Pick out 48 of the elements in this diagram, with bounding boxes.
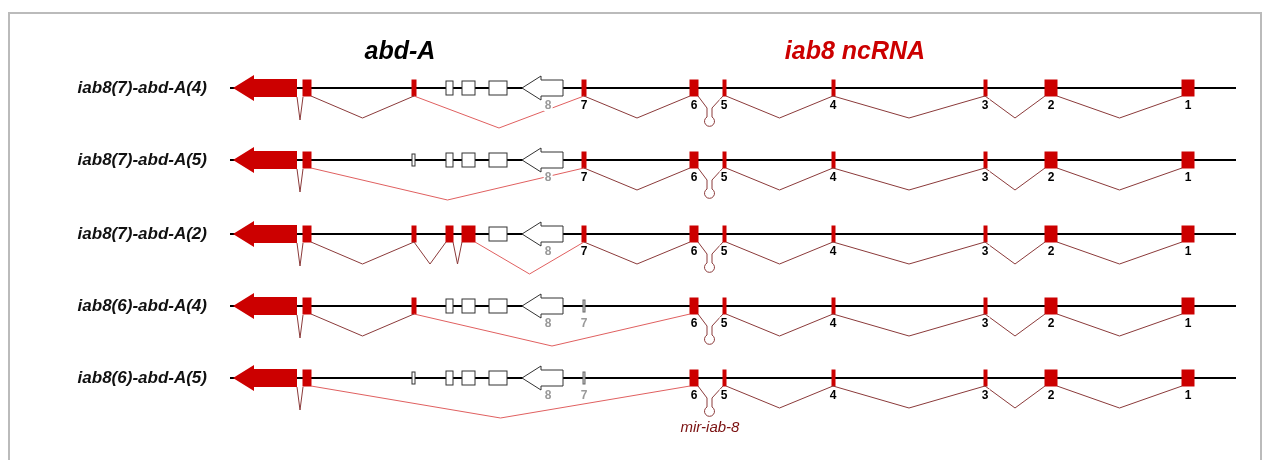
- gene-heading: iab8 ncRNA: [784, 36, 926, 65]
- exon-number: 5: [719, 245, 729, 257]
- exon-number: 3: [980, 99, 990, 111]
- exon-number: 5: [719, 389, 729, 401]
- exon-number: 4: [828, 171, 838, 183]
- exon-number: 2: [1046, 99, 1056, 111]
- exon-number: 6: [689, 245, 699, 257]
- exon-number: 8: [543, 99, 553, 111]
- exon-number: 1: [1183, 317, 1193, 329]
- exon-number: 1: [1183, 245, 1193, 257]
- exon-number: 3: [980, 245, 990, 257]
- exon-number: 3: [980, 389, 990, 401]
- transcript-name: iab8(7)-abd-A(2): [77, 224, 207, 244]
- transcript-name: iab8(7)-abd-A(5): [77, 150, 207, 170]
- exon-number: 6: [689, 317, 699, 329]
- exon-number: 7: [579, 317, 589, 329]
- exon-number: 7: [579, 99, 589, 111]
- exon-number: 1: [1183, 389, 1193, 401]
- exon-number: 4: [828, 389, 838, 401]
- exon-number: 6: [689, 99, 699, 111]
- exon-number: 4: [828, 99, 838, 111]
- exon-number: 3: [980, 171, 990, 183]
- exon-number: 6: [689, 171, 699, 183]
- microrna-label: mir-iab-8: [680, 418, 740, 435]
- exon-number: 2: [1046, 317, 1056, 329]
- exon-number: 7: [579, 171, 589, 183]
- exon-number: 5: [719, 99, 729, 111]
- exon-number: 8: [543, 317, 553, 329]
- gene-heading: abd-A: [364, 36, 436, 65]
- exon-number: 1: [1183, 171, 1193, 183]
- exon-number: 2: [1046, 389, 1056, 401]
- exon-number: 7: [579, 245, 589, 257]
- exon-number: 1: [1183, 99, 1193, 111]
- transcript-name: iab8(6)-abd-A(5): [77, 368, 207, 388]
- exon-number: 5: [719, 171, 729, 183]
- exon-number: 8: [543, 245, 553, 257]
- transcript-name: iab8(6)-abd-A(4): [77, 296, 207, 316]
- transcript-name: iab8(7)-abd-A(4): [77, 78, 207, 98]
- exon-number: 2: [1046, 171, 1056, 183]
- exon-number: 6: [689, 389, 699, 401]
- exon-number: 2: [1046, 245, 1056, 257]
- exon-number: 5: [719, 317, 729, 329]
- exon-number: 8: [543, 389, 553, 401]
- exon-number: 3: [980, 317, 990, 329]
- exon-number: 4: [828, 317, 838, 329]
- exon-number: 4: [828, 245, 838, 257]
- exon-number: 8: [543, 171, 553, 183]
- exon-number: 7: [579, 389, 589, 401]
